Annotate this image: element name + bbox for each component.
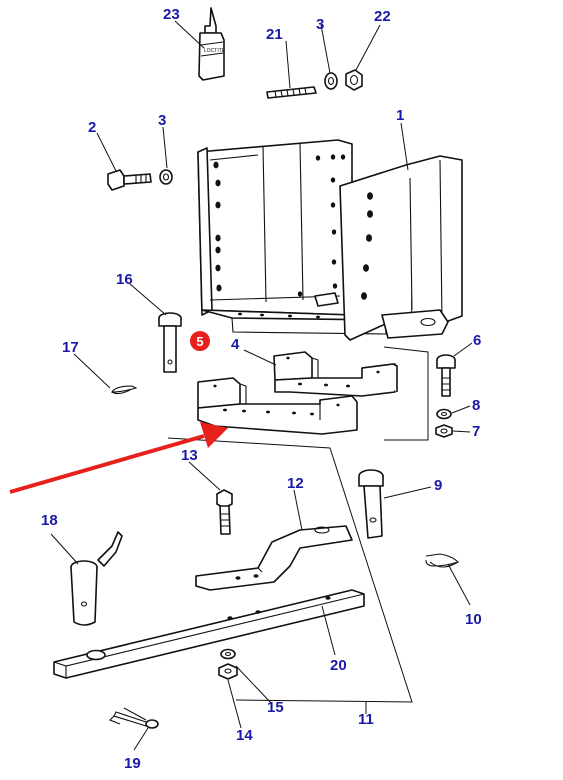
part-22-nut	[345, 69, 363, 91]
part-18-pin	[70, 531, 123, 626]
callout-13: 13	[181, 447, 198, 464]
callout-20: 20	[330, 657, 347, 674]
callout-3-top: 3	[316, 16, 324, 33]
part-10-clip	[425, 553, 460, 568]
callout-10: 10	[465, 611, 482, 628]
callout-15: 15	[267, 699, 284, 716]
part-4-spacer	[273, 351, 398, 397]
callout-12: 12	[287, 475, 304, 492]
callout-2: 2	[88, 119, 96, 136]
callout-17: 17	[62, 339, 79, 356]
callout-4: 4	[231, 336, 240, 353]
callout-14: 14	[236, 727, 253, 744]
pointer-arrow	[9, 422, 228, 494]
part-23-bottle: LOCTITE	[198, 7, 226, 81]
part-3-washer-top	[324, 72, 338, 90]
callout-16: 16	[116, 271, 133, 288]
svg-text:LOCTITE: LOCTITE	[204, 48, 226, 54]
callout-11: 11	[358, 711, 374, 728]
part-17-clip	[110, 385, 138, 395]
callout-23: 23	[163, 6, 180, 23]
part-14-nut	[218, 663, 238, 680]
callout-6: 6	[473, 332, 481, 349]
callout-7: 7	[472, 423, 480, 440]
part-20-drawbar	[53, 589, 365, 679]
callout-21: 21	[266, 26, 283, 43]
part-13-bolt	[216, 489, 233, 535]
part-6-bolt	[436, 354, 456, 397]
part-15-washer	[220, 648, 236, 660]
callout-3-mid: 3	[158, 112, 166, 129]
part-3-washer-mid	[159, 169, 173, 185]
part-12-plate	[195, 525, 353, 591]
part-21-stud	[266, 86, 317, 99]
part-9-pin	[358, 469, 384, 539]
part-5-spacer	[197, 377, 358, 435]
part-7-nut	[435, 424, 453, 438]
callout-1: 1	[396, 107, 404, 124]
callout-18: 18	[41, 512, 58, 529]
part-19-clip	[109, 707, 159, 729]
leader-lines	[50, 20, 473, 751]
part-16-pin	[158, 312, 182, 373]
part-2-bolt	[107, 169, 152, 191]
callout-8: 8	[472, 397, 480, 414]
highlight-badge: 5	[190, 331, 210, 351]
callout-22: 22	[374, 8, 391, 25]
part-8-washer	[436, 408, 452, 420]
highlight-badge-label: 5	[196, 334, 203, 349]
callout-labels: 23 21 3 22 1 2 3 16 17 4 6 8 7 9 10 13 1…	[41, 6, 482, 772]
part-1-bracket	[197, 139, 463, 341]
callout-9: 9	[434, 477, 442, 494]
callout-19: 19	[124, 755, 141, 772]
